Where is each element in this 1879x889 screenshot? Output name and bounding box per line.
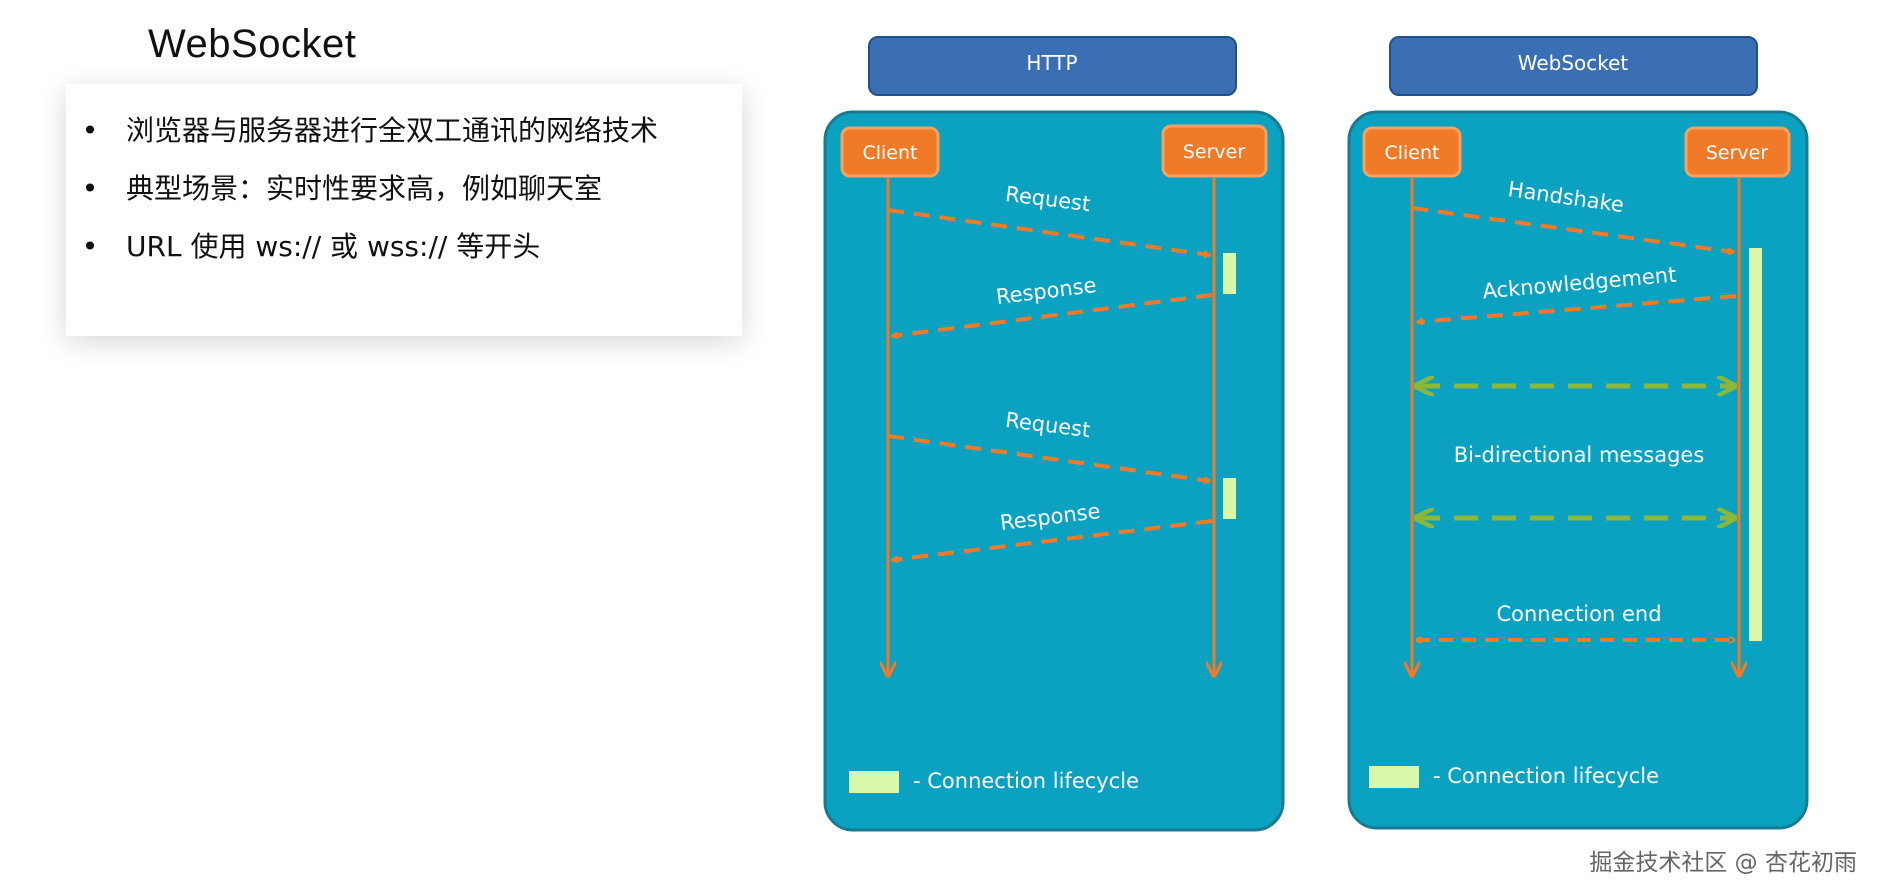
bullet-card: •浏览器与服务器进行全双工通讯的网络技术 •典型场景：实时性要求高，例如聊天室 …	[66, 84, 742, 336]
websocket-client-box	[1362, 126, 1462, 178]
websocket-handshake-arrow	[1411, 206, 1734, 252]
slide-title: WebSocket	[148, 22, 357, 66]
websocket-bidirectional-label: Bi-directional messages	[1454, 443, 1705, 467]
http-response-arrow	[892, 519, 1213, 560]
websocket-legend-label: - Connection lifecycle	[1433, 764, 1659, 788]
http-client-box	[840, 126, 940, 178]
http-request-arrow	[887, 434, 1210, 481]
http-legend-swatch	[849, 771, 899, 793]
http-client-label: Client	[862, 142, 917, 164]
bullet-item: • 浏览器与服务器进行全双工通讯的网络技术	[80, 102, 730, 160]
http-server-label: Server	[1183, 141, 1245, 163]
http-server-box	[1161, 124, 1268, 178]
websocket-server-label: Server	[1706, 142, 1768, 164]
bullet-dot-icon: •	[81, 230, 99, 263]
bullet-text: 典型场景：实时性要求高，例如聊天室	[126, 172, 603, 205]
websocket-header-box	[1389, 36, 1758, 96]
http-diagram: HTTP Client Server Request Response Requ…	[823, 36, 1285, 832]
websocket-diagram: WebSocket Client Server Handshake Acknow…	[1347, 36, 1809, 830]
websocket-header-label: WebSocket	[1518, 51, 1629, 75]
bullet-text: URL 使用 ws:// 或 wss:// 等开头	[126, 230, 541, 263]
bullet-text: 浏览器与服务器进行全双工通讯的网络技术	[126, 114, 659, 147]
websocket-panel	[1347, 110, 1809, 830]
http-request-arrow	[887, 208, 1210, 255]
http-lifecycle-bar	[1223, 478, 1236, 519]
bullet-item: • 典型场景：实时性要求高，例如聊天室	[80, 160, 730, 218]
bullet-list: •浏览器与服务器进行全双工通讯的网络技术 •典型场景：实时性要求高，例如聊天室 …	[80, 102, 730, 276]
bullet-dot-icon: •	[81, 114, 99, 147]
http-lifecycle-bar	[1223, 253, 1236, 294]
websocket-lifecycle-bar	[1749, 248, 1762, 641]
http-legend-label: - Connection lifecycle	[913, 769, 1139, 793]
watermark: 掘金技术社区 @ 杏花初雨	[1589, 850, 1857, 876]
http-panel	[823, 110, 1285, 832]
websocket-client-label: Client	[1384, 142, 1439, 164]
websocket-server-box	[1684, 126, 1791, 178]
bullet-dot-icon: •	[81, 172, 99, 205]
websocket-acknowledgement-arrow	[1417, 294, 1737, 322]
websocket-connection-end-label: Connection end	[1496, 602, 1661, 626]
http-response-arrow	[892, 293, 1213, 336]
http-header-label: HTTP	[1026, 51, 1077, 75]
websocket-legend-swatch	[1369, 766, 1419, 788]
bullet-item: • URL 使用 ws:// 或 wss:// 等开头	[80, 218, 730, 276]
http-header-box	[868, 36, 1237, 96]
